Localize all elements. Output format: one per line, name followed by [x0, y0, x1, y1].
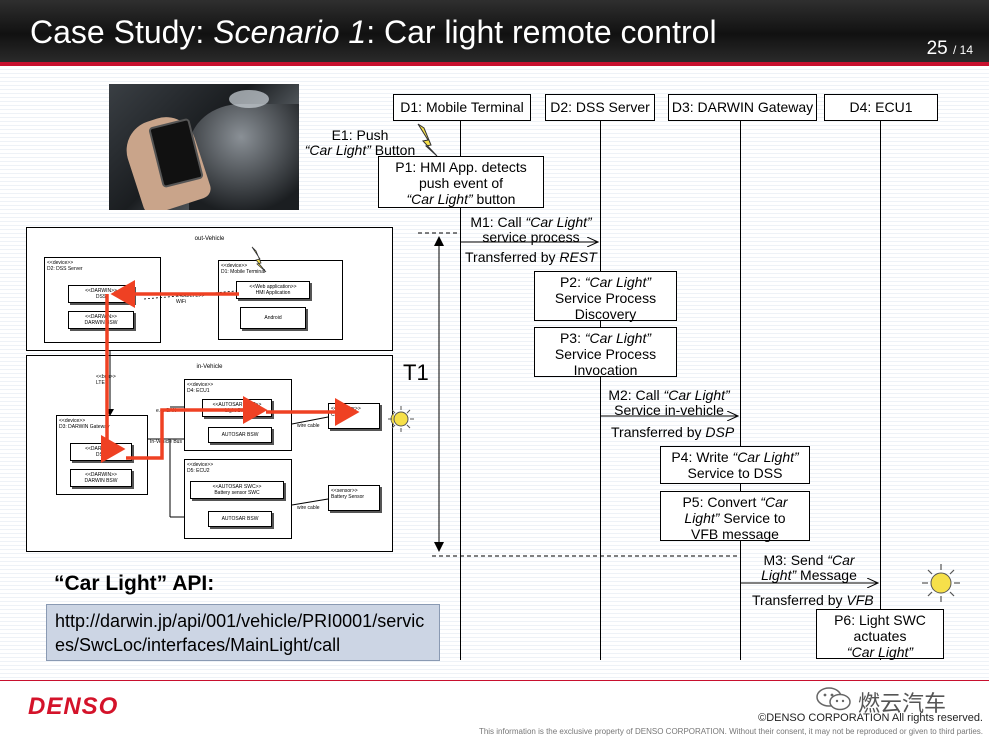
- timing-t1-label: T1: [403, 360, 429, 385]
- message-m1-transport: Transferred by REST: [465, 249, 597, 265]
- flow-dss-to-gateway: [101, 294, 126, 463]
- sequence-graphics: [417, 123, 960, 602]
- phone-photo: [109, 84, 299, 210]
- sun-icon-diagram: [388, 406, 414, 432]
- lightning-icon: [417, 123, 438, 157]
- headlamp-shape: [229, 90, 269, 108]
- d1-device-title: <<device>> D1: Mobile Terminal: [221, 263, 266, 275]
- watermark-text: 燃云汽车: [858, 691, 947, 716]
- lifeline-d4: [880, 120, 881, 660]
- t1-arrowhead-top: [434, 236, 444, 246]
- t1-arrowhead-bottom: [434, 542, 444, 552]
- lifeline-d1: [460, 120, 461, 660]
- lifeline-d2: [600, 120, 601, 660]
- in-vehicle-title: in-Vehicle: [196, 364, 223, 370]
- d5-device-title: <<device>> D5: ECU2: [187, 462, 214, 474]
- footer-divider: [0, 680, 989, 681]
- flow-gateway-to-ecu: [126, 396, 268, 460]
- d2-bsw-box: <<DARWIN>> DARWIN BSW: [68, 311, 134, 329]
- lane-d4-ecu1: D4: ECU1: [824, 94, 938, 121]
- api-url-box: http://darwin.jp/api/001/vehicle/PRI0001…: [46, 604, 440, 661]
- d2-device-title: <<device>> D2: DSS Server: [47, 260, 83, 272]
- copyright-text: ©DENSO CORPORATION All rights reserved.: [758, 712, 983, 724]
- out-vehicle-title: out-Vehicle: [194, 236, 225, 242]
- process-p3: P3: “Car Light” Service Process Invocati…: [534, 327, 677, 378]
- disclaimer-text: This information is the exclusive proper…: [478, 727, 983, 736]
- process-p4: P4: Write “Car Light” Service to DSS: [660, 446, 810, 484]
- d5-bsw-box: AUTOSAR BSW: [208, 511, 272, 527]
- event-e1-label: E1: Push “Car Light” Button: [304, 127, 416, 158]
- flow-overlay: [101, 246, 394, 518]
- wire-cable-label-1: wire cable: [297, 423, 320, 429]
- process-p2: P2: “Car Light” Service Process Discover…: [534, 271, 677, 322]
- denso-logo: DENSO: [28, 693, 119, 720]
- in-vehicle-bus-label: In-Vehicle Bus: [150, 439, 182, 445]
- sensor-box: <<sensor>> Battery Sensor: [328, 485, 380, 511]
- api-label: “Car Light” API:: [54, 572, 215, 595]
- wechat-icon: [816, 687, 851, 711]
- wifi-label: <<3G/LTE>> WiFi: [176, 293, 205, 305]
- lane-d2-dss-server: D2: DSS Server: [545, 94, 655, 121]
- message-m2-label: M2: Call “Car Light” Service in-vehicle: [608, 387, 730, 418]
- process-p5: P5: Convert “Car Light” Service to VFB m…: [660, 491, 810, 542]
- d1-app-box: <<Web application>> HMI Application: [236, 281, 310, 299]
- slide-header: Case Study: Scenario 1: Car light remote…: [0, 0, 989, 62]
- message-m3-label: M3: Send “Car Light” Message: [761, 552, 857, 583]
- process-p1: P1: HMI App. detects push event of “Car …: [378, 156, 544, 208]
- header-divider: [0, 62, 989, 66]
- message-m1-label: M1: Call “Car Light” service process: [470, 214, 592, 245]
- wire-cable-label-2: wire cable: [297, 505, 320, 511]
- message-m2-transport: Transferred by DSP: [611, 424, 735, 440]
- d3-device-title: <<device>> D3: DARWIN Gateway: [59, 418, 110, 430]
- d3-bsw-box: <<DARWIN>> DARWIN BSW: [70, 469, 132, 487]
- mini-lightning-icon: [251, 246, 267, 273]
- lane-d3-darwin-gateway: D3: DARWIN Gateway: [668, 94, 817, 121]
- d5-swc-box: <<AUTOSAR SWC>> Battery sensor SWC: [190, 481, 284, 499]
- d1-android-box: Android: [240, 307, 306, 329]
- sun-icon-main: [922, 564, 960, 602]
- d4-device-title: <<device>> D4: ECU1: [187, 382, 214, 394]
- d4-bsw-box: AUTOSAR BSW: [208, 427, 272, 443]
- process-p6: P6: Light SWC actuates “Car Light”: [816, 609, 944, 660]
- page-number: 25 / 14: [926, 38, 973, 59]
- lifeline-d3: [740, 120, 741, 660]
- lane-d1-mobile-terminal: D1: Mobile Terminal: [393, 94, 531, 121]
- system-architecture-diagram: out-Vehicle <<device>> D2: DSS Server <<…: [26, 227, 394, 553]
- slide-title: Case Study: Scenario 1: Car light remote…: [30, 14, 717, 50]
- message-m3-transport: Transferred by VFB: [752, 592, 874, 608]
